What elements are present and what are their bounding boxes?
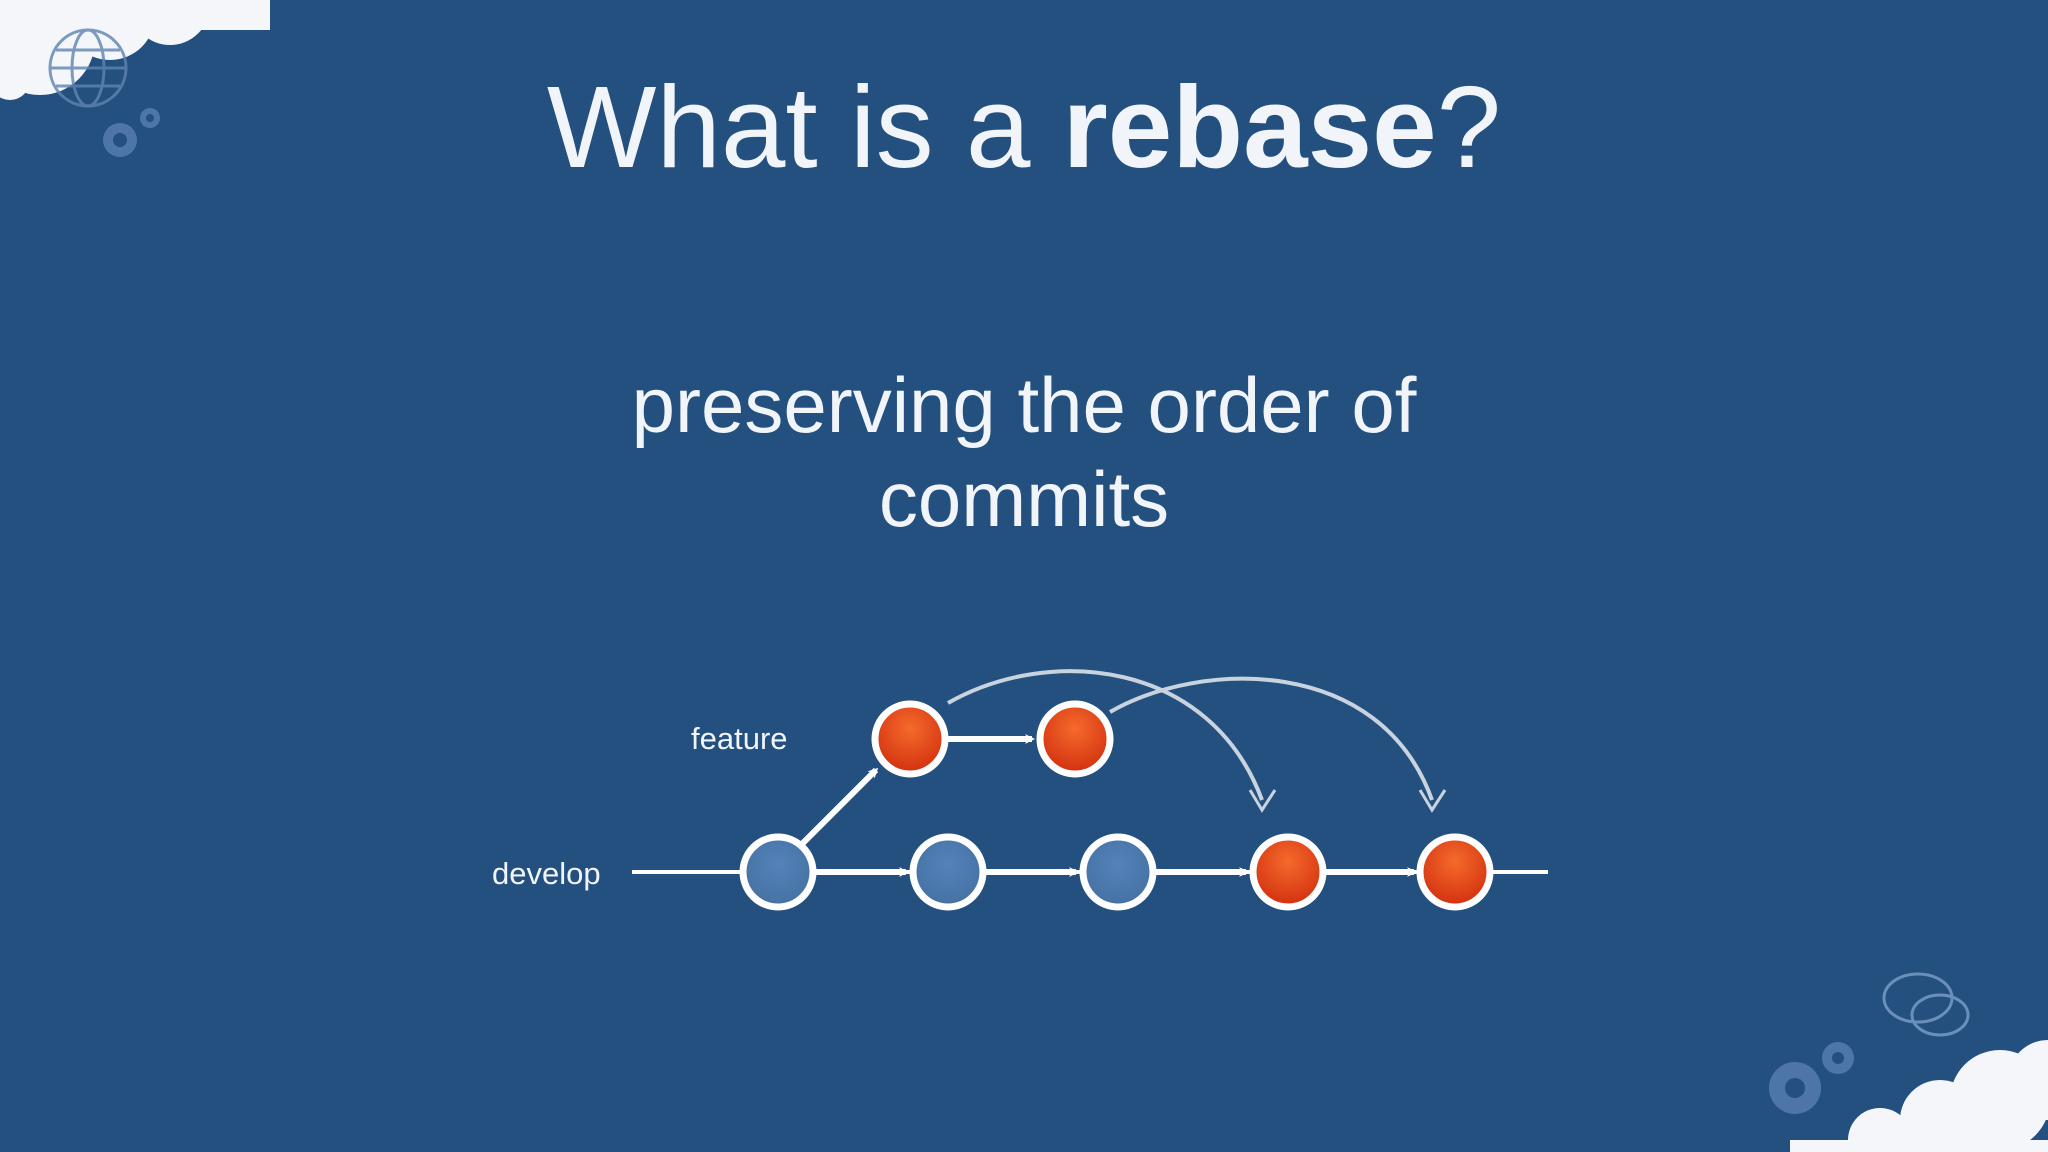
rebase-arrow-head (1418, 789, 1447, 813)
globe-icon (48, 28, 128, 108)
rebase-arrow (947, 669, 1264, 801)
develop-commit (909, 833, 987, 911)
feature-commit (1036, 700, 1114, 778)
develop-commit (1079, 833, 1157, 911)
gear-icon (103, 108, 160, 157)
rebase-arrow-head (1248, 789, 1277, 813)
title-bold: rebase (1062, 62, 1437, 192)
rebased-commit (1416, 833, 1494, 911)
rebase-arrow (1109, 676, 1434, 801)
branch-label-develop: develop (492, 856, 601, 891)
branch-label-feature: feature (691, 721, 788, 756)
title-post: ? (1436, 62, 1502, 192)
cloud-icon (0, 0, 270, 100)
slide-subtitle: preserving the order of commits (0, 358, 2048, 546)
feature-commit (871, 700, 949, 778)
develop-commit (739, 833, 817, 911)
slide-title: What is a rebase? (0, 62, 2048, 192)
subtitle-line-1: preserving the order of (631, 361, 1417, 449)
cloud-icon (1790, 1040, 2048, 1152)
subtitle-line-2: commits (878, 455, 1170, 543)
branch-arrow (797, 767, 879, 849)
chat-bubble-icon (1882, 972, 1970, 1037)
rebased-commit (1249, 833, 1327, 911)
git-diagram (632, 669, 1548, 911)
gear-icon (1769, 1042, 1854, 1114)
title-pre: What is a (546, 62, 1063, 192)
